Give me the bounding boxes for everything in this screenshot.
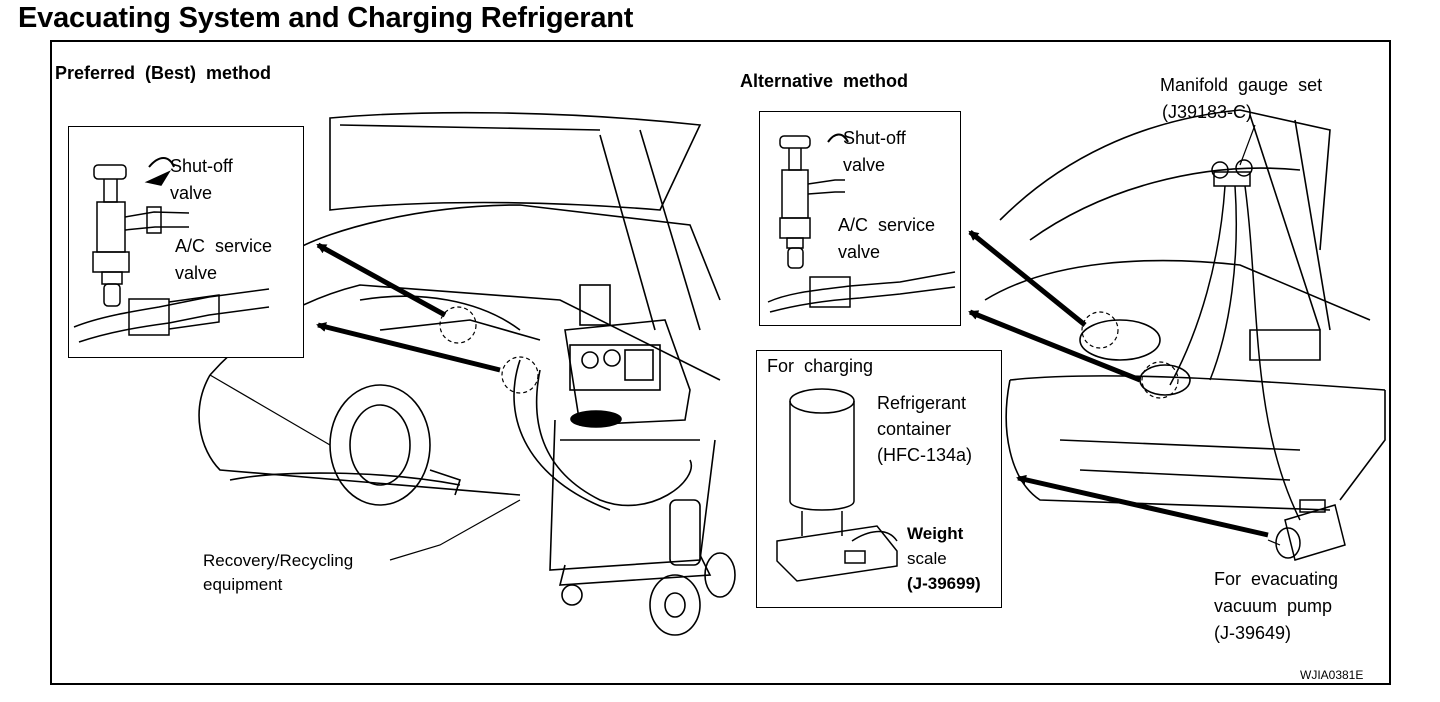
charging-inset [756, 350, 1002, 608]
figure-code: WJIA0381E [1300, 668, 1364, 682]
right-car-drawing [984, 109, 1386, 511]
alternative-valve-drawing [767, 133, 956, 313]
alternative-service-label-1: A/C service [838, 215, 936, 235]
alternative-method-heading: Alternative method [740, 71, 909, 91]
alternative-valve-inset [759, 111, 961, 326]
alternative-service-label-2: valve [838, 242, 881, 262]
preferred-shutoff-label-1: Shut-off [170, 156, 233, 176]
preferred-shutoff-label-2: valve [170, 183, 213, 203]
vacuum-pump-drawing [1275, 499, 1346, 561]
alternative-shutoff-label-2: valve [843, 155, 886, 175]
manifold-label-2: (J39183-C) [1162, 102, 1253, 122]
vacuum-label-1: For evacuating [1214, 569, 1339, 589]
container-label-3: (HFC-134a) [877, 445, 973, 465]
scale-label-1: Weight [907, 524, 964, 543]
container-label-2: container [877, 419, 952, 439]
preferred-service-label-2: valve [175, 263, 218, 283]
container-label-1: Refrigerant [877, 393, 967, 413]
recovery-equipment-drawing [513, 319, 736, 636]
charging-drawing [776, 388, 898, 582]
manifold-label-1: Manifold gauge set [1160, 75, 1323, 95]
connection-circles [439, 306, 1179, 399]
scale-label-2: scale [907, 549, 947, 568]
callout-arrows [316, 230, 1269, 538]
alternative-shutoff-label-1: Shut-off [843, 128, 906, 148]
scale-label-3: (J-39699) [907, 574, 981, 593]
left-car-drawing [198, 111, 721, 506]
vacuum-label-3: (J-39649) [1214, 623, 1292, 643]
equipment-label-2: equipment [203, 575, 283, 594]
preferred-method-heading: Preferred (Best) method [55, 63, 272, 83]
leader-lines [209, 124, 1281, 561]
charging-heading: For charging [767, 356, 874, 376]
vacuum-label-2: vacuum pump [1214, 596, 1333, 616]
manifold-gauge-drawing [1169, 159, 1301, 521]
preferred-valve-inset [68, 126, 304, 358]
equipment-label-1: Recovery/Recycling [203, 551, 354, 570]
preferred-service-label-1: A/C service [175, 236, 273, 256]
diagram-frame [50, 40, 1391, 685]
preferred-valve-drawing [73, 157, 270, 343]
page-title: Evacuating System and Charging Refrigera… [18, 2, 634, 34]
